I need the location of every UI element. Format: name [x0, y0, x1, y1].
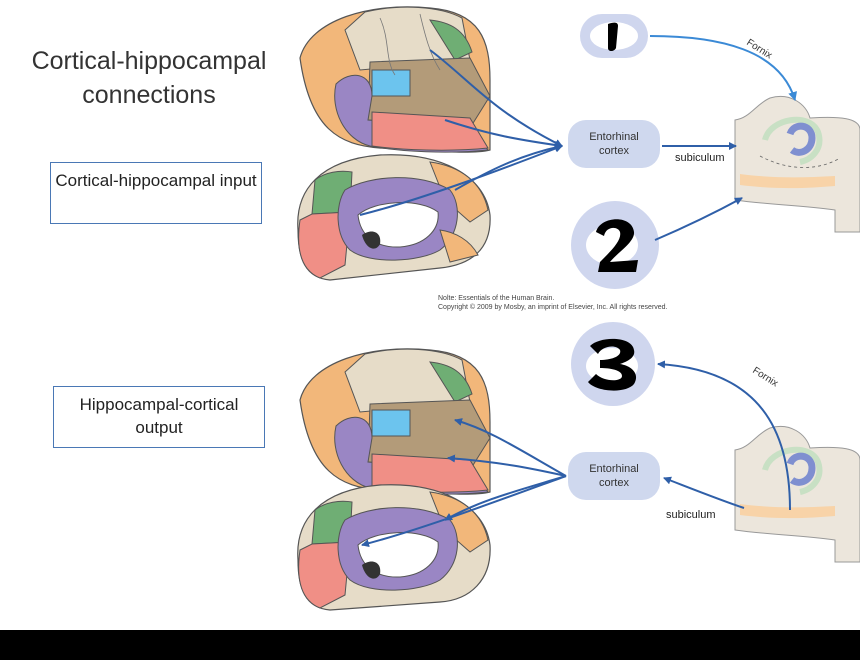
output-label-text: Hippocampal-cortical output [79, 395, 239, 437]
marker-3 [571, 322, 655, 406]
entorhinal-top-line2: cortex [599, 145, 629, 157]
fornix-bottom-label: Fornix [750, 365, 779, 389]
hippocampus-top [734, 96, 860, 233]
entorhinal-bottom-line2: cortex [599, 477, 629, 489]
output-label-box: Hippocampal-cortical output [53, 386, 265, 448]
input-label-box: Cortical-hippocampal input [50, 162, 262, 224]
slide-title: Cortical-hippocampal connections [18, 44, 280, 112]
brain-lateral-top [299, 6, 491, 153]
marker-1 [580, 14, 648, 58]
entorhinal-node-top: Entorhinal cortex [568, 120, 660, 168]
input-arrows [359, 35, 798, 241]
input-label-text: Cortical-hippocampal input [55, 171, 257, 190]
slide-title-text: Cortical-hippocampal connections [31, 47, 267, 109]
entorhinal-node-bottom: Entorhinal cortex [568, 452, 660, 500]
hippocampus-bottom [734, 426, 860, 563]
brain-lateral-bottom [299, 348, 491, 495]
subiculum-bottom-label: subiculum [666, 509, 716, 521]
output-arrows [361, 360, 791, 548]
entorhinal-top-line1: Entorhinal [589, 131, 639, 143]
entorhinal-bottom-line1: Entorhinal [589, 463, 639, 475]
credit-line-1: Nolte: Essentials of the Human Brain. [438, 295, 554, 302]
marker-2 [571, 201, 659, 289]
brain-medial-bottom [297, 484, 491, 611]
bottom-black-bar [0, 630, 860, 660]
subiculum-top-label: subiculum [675, 152, 725, 164]
credit-line-2: Copyright © 2009 by Mosby, an imprint of… [438, 303, 668, 311]
brain-medial-top [297, 154, 491, 281]
